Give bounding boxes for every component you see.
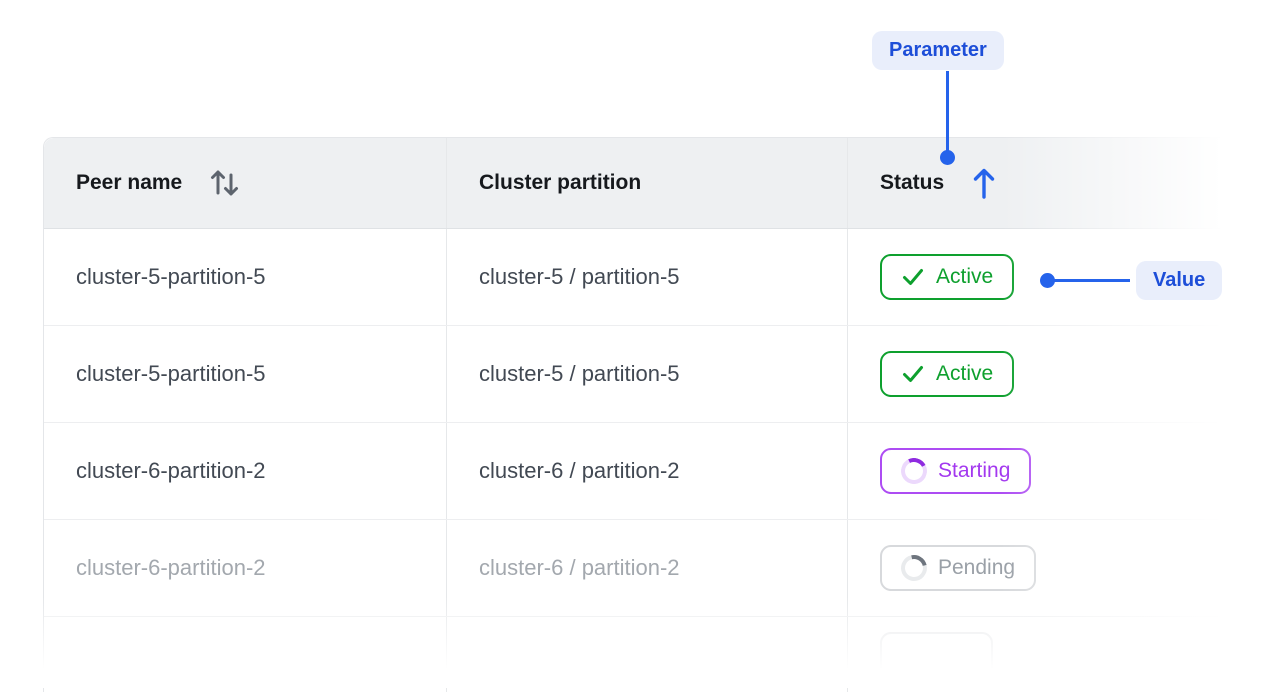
status-badge-ghost: [880, 631, 993, 678]
status-badge-active: Active: [880, 351, 1015, 397]
cell-cluster-partition: cluster-6 / partition-2: [447, 423, 848, 519]
cell-status: Active: [848, 326, 1271, 422]
cell-peer-name: [44, 617, 447, 692]
column-header-label: Status: [880, 171, 945, 194]
column-header-cluster-partition[interactable]: Cluster partition: [447, 138, 848, 228]
sort-asc-desc-icon: [209, 165, 241, 201]
cell-status: Starting: [848, 423, 1271, 519]
status-badge-label: Active: [936, 362, 994, 385]
cell-peer-name: cluster-6-partition-2: [44, 423, 447, 519]
table-row[interactable]: cluster-6-partition-2 cluster-6 / partit…: [44, 423, 1272, 520]
cell-cluster-partition: cluster-5 / partition-5: [447, 229, 848, 325]
column-header-label: Peer name: [76, 171, 183, 194]
parameter-connector-dot: [940, 150, 955, 165]
value-callout-pill: Value: [1136, 261, 1223, 300]
cell-cluster-partition: cluster-5 / partition-5: [447, 326, 848, 422]
table-row[interactable]: cluster-5-partition-5 cluster-5 / partit…: [44, 229, 1272, 326]
sort-ascending-icon: [971, 165, 997, 201]
cell-cluster-partition: [447, 617, 848, 692]
status-badge-pending: Pending: [880, 545, 1037, 591]
column-header-label: Cluster partition: [479, 171, 642, 194]
status-badge-label: Starting: [938, 459, 1011, 482]
cell-status: Active: [848, 229, 1271, 325]
status-badge-active: Active: [880, 254, 1015, 300]
column-header-status[interactable]: Status: [848, 138, 1271, 228]
peers-table: Peer name Cluster partition Status: [43, 137, 1272, 692]
value-connector-line: [1051, 279, 1130, 282]
status-badge-label: Pending: [938, 556, 1016, 579]
cell-cluster-partition: cluster-6 / partition-2: [447, 520, 848, 616]
parameter-callout-pill: Parameter: [872, 31, 1004, 70]
cell-peer-name: cluster-5-partition-5: [44, 326, 447, 422]
spinner-icon: [897, 454, 931, 488]
check-icon: [901, 265, 925, 289]
cell-status: Pending: [848, 520, 1271, 616]
value-connector-dot: [1040, 273, 1055, 288]
cell-peer-name: cluster-5-partition-5: [44, 229, 447, 325]
status-badge-starting: Starting: [880, 448, 1032, 494]
spinner-icon: [896, 550, 932, 586]
status-badge-label: Active: [936, 265, 994, 288]
table-header-row: Peer name Cluster partition Status: [44, 138, 1272, 229]
table-row-partial[interactable]: [44, 617, 1272, 692]
parameter-connector-line: [946, 71, 949, 153]
table-row[interactable]: cluster-5-partition-5 cluster-5 / partit…: [44, 326, 1272, 423]
table-row[interactable]: cluster-6-partition-2 cluster-6 / partit…: [44, 520, 1272, 617]
cell-status: [848, 617, 1271, 692]
cell-peer-name: cluster-6-partition-2: [44, 520, 447, 616]
check-icon: [901, 362, 925, 386]
column-header-peer-name[interactable]: Peer name: [44, 138, 447, 228]
